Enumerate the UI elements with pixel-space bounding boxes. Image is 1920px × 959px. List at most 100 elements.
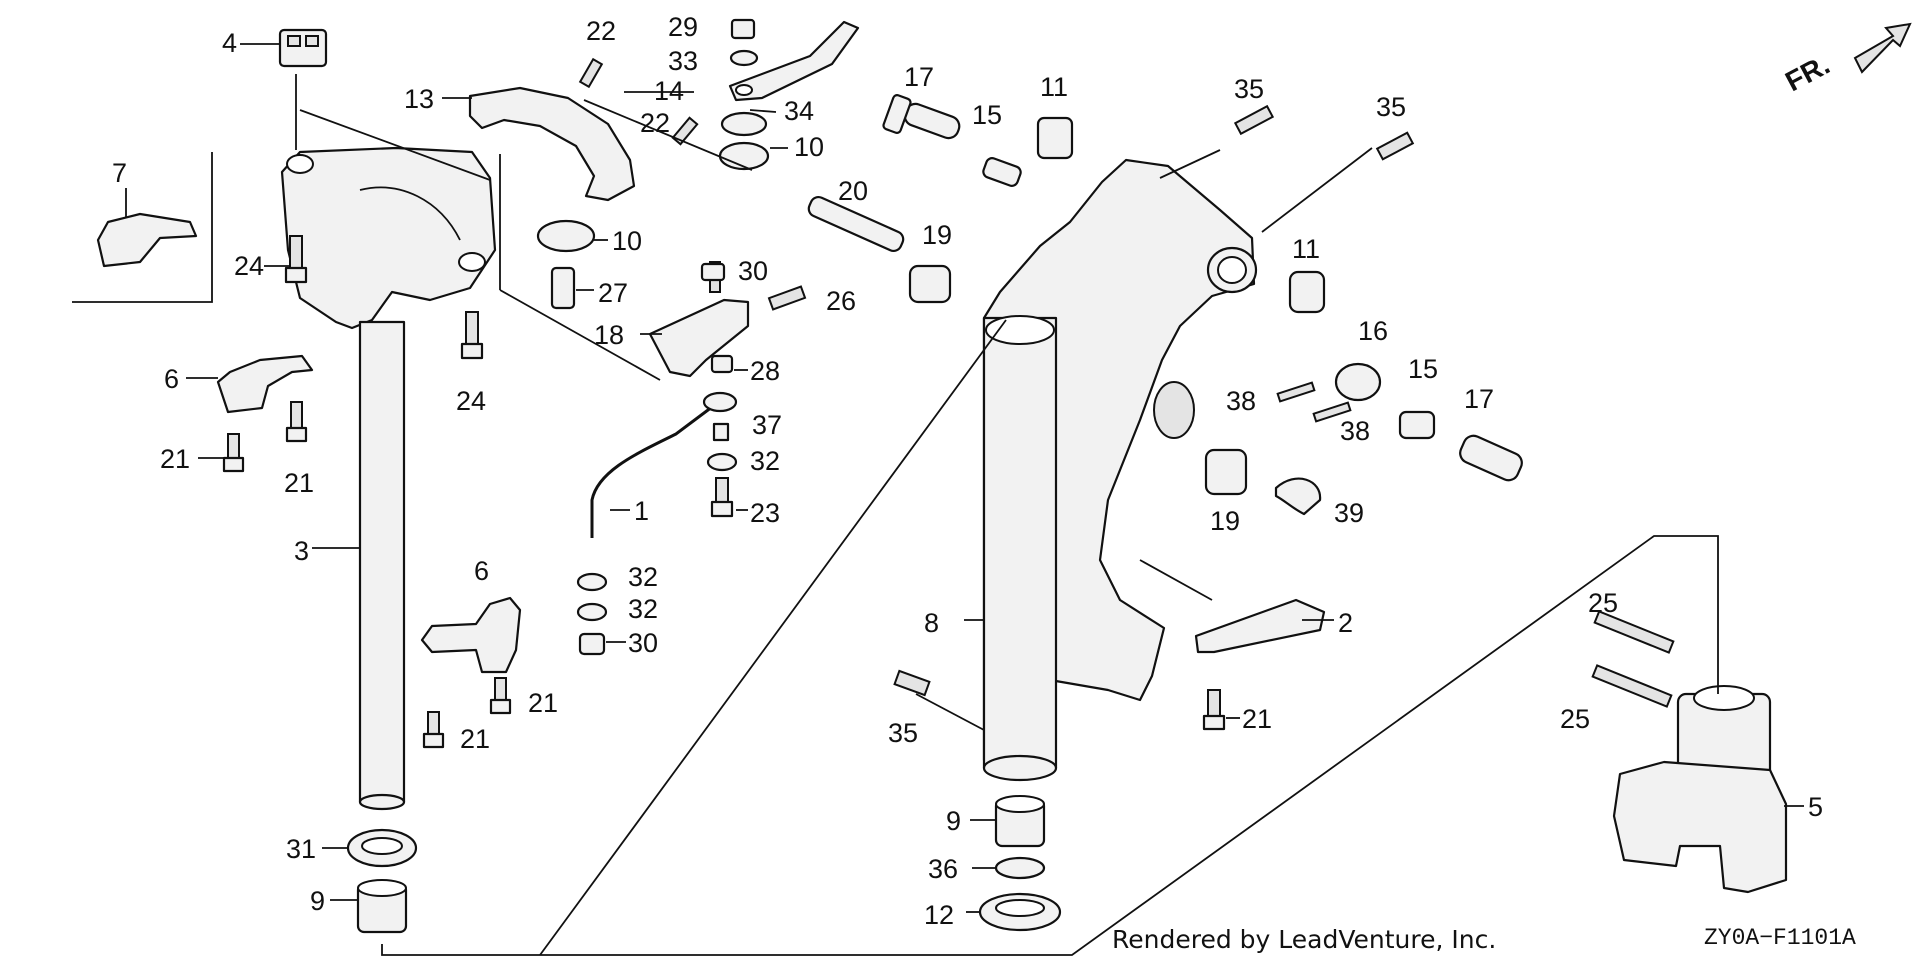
- callout-17-b: 17: [1464, 384, 1494, 414]
- part-28-nut: [710, 354, 734, 374]
- callout-29: 29: [668, 12, 698, 42]
- callout-21-e: 21: [1242, 704, 1272, 734]
- part-2-plate: [1194, 598, 1326, 654]
- pivot-pins: [807, 94, 1415, 304]
- part-5-clamp: [1591, 610, 1788, 894]
- swivel-bracket-top: [280, 146, 497, 330]
- callout-17: 17: [904, 62, 934, 92]
- callout-33: 33: [668, 46, 698, 76]
- part-19-bushing: [908, 264, 952, 304]
- part-34-washer: [720, 111, 768, 137]
- callout-38: 38: [1226, 386, 1256, 416]
- part-38-spring-b: [1312, 401, 1352, 423]
- callout-22: 22: [586, 16, 616, 46]
- callout-35-c: 35: [888, 718, 918, 748]
- part-32-washer-b: [576, 572, 608, 592]
- callout-5: 5: [1808, 792, 1823, 822]
- callout-7: 7: [112, 158, 127, 188]
- part-8-swivel-case: [893, 158, 1258, 932]
- part-25-bolt: [1593, 610, 1675, 654]
- callout-30: 30: [738, 256, 768, 286]
- stopper-hole: [735, 84, 753, 96]
- part-32-washer-c: [576, 602, 608, 622]
- part-11-bushing-b: [1288, 270, 1326, 314]
- callout-21-b: 21: [284, 468, 314, 498]
- part-24-bolt-head: [284, 266, 308, 284]
- guide-line-d: [583, 99, 753, 171]
- callout-14: 14: [654, 76, 684, 106]
- drawing-code: ZY0A−F1101A: [1704, 925, 1856, 951]
- part-11-bushing: [1036, 116, 1074, 160]
- callout-25-b: 25: [1560, 704, 1590, 734]
- part-35-grease-nipple-c: [893, 669, 931, 697]
- guide-line-h: [915, 693, 985, 731]
- part-7-plate: [96, 212, 198, 268]
- part-10-spacer-b: [536, 219, 596, 253]
- part-25-bolt-b: [1591, 664, 1673, 708]
- part-21-head: [222, 456, 245, 473]
- part-20-pin: [807, 195, 905, 253]
- callout-12: 12: [924, 900, 954, 930]
- front-direction-label: FR.: [1780, 49, 1834, 98]
- callout-22-b: 22: [640, 108, 670, 138]
- bushing-top: [357, 879, 407, 897]
- callout-23: 23: [750, 498, 780, 528]
- callout-6-b: 6: [474, 556, 489, 586]
- part-21-head-c: [489, 698, 512, 715]
- footer-credit: Rendered by LeadVenture, Inc.: [1112, 925, 1496, 954]
- callout-34: 34: [784, 96, 814, 126]
- guide-line-a: [299, 109, 491, 181]
- part-13-arc-bracket: [468, 86, 636, 202]
- callout-31: 31: [286, 834, 316, 864]
- tube-bottom: [982, 754, 1058, 782]
- callout-18: 18: [594, 320, 624, 350]
- bracket-contour: [359, 186, 461, 241]
- guide-line-g: [1139, 559, 1213, 601]
- part-24-bolt: [289, 235, 303, 273]
- callout-39: 39: [1334, 498, 1364, 528]
- guide-line-e: [1159, 149, 1221, 179]
- callout-9: 9: [310, 886, 325, 916]
- callout-32-c: 32: [628, 594, 658, 624]
- part-7-group: [72, 152, 213, 303]
- callout-24-b: 24: [456, 386, 486, 416]
- clamp-base: [1612, 760, 1788, 894]
- callout-labels: 4 7 24 24 6 21 21 3 31 9 13 22 22 29 33 …: [112, 12, 1823, 930]
- part-6b-plate: [420, 596, 522, 674]
- part-18-bracket: [648, 298, 750, 378]
- callout-3: 3: [294, 536, 309, 566]
- callout-11-b: 11: [1292, 234, 1320, 264]
- part-36-o-ring: [994, 856, 1046, 880]
- callout-25: 25: [1588, 588, 1618, 618]
- washer-hole: [361, 837, 403, 855]
- part-6-plate: [216, 354, 314, 414]
- callout-24: 24: [234, 251, 264, 281]
- seal-hole: [995, 899, 1045, 917]
- callout-32-b: 32: [628, 562, 658, 592]
- bracket-bolt-hole: [286, 154, 314, 174]
- guide-line-bottom: [381, 535, 1719, 956]
- callout-35: 35: [1234, 74, 1264, 104]
- part-17-pin-b: [1459, 434, 1523, 482]
- part-30-nut-b: [578, 632, 606, 656]
- callout-21-d: 21: [460, 724, 490, 754]
- part-33-washer: [729, 49, 759, 67]
- part-4-clip: [278, 28, 328, 68]
- part-32-washer: [706, 452, 738, 472]
- part-7-frame: [72, 152, 213, 303]
- callout-38-b: 38: [1340, 416, 1370, 446]
- part-21-head-e: [1202, 714, 1226, 731]
- callout-36: 36: [928, 854, 958, 884]
- callout-10: 10: [794, 132, 824, 162]
- part-4-tab: [287, 35, 301, 47]
- part-35-grease-nipple-b: [1375, 131, 1415, 161]
- assembly-guide-lines: [299, 99, 1719, 956]
- callout-leaders: [125, 43, 1804, 913]
- bushing-right-top: [995, 795, 1045, 813]
- part-22-screw-b: [671, 116, 699, 146]
- tube-top-hole: [985, 315, 1055, 345]
- swivel-case-tube: [982, 316, 1058, 770]
- part-14-stopper: [728, 20, 860, 102]
- part-6-upper: [216, 354, 314, 473]
